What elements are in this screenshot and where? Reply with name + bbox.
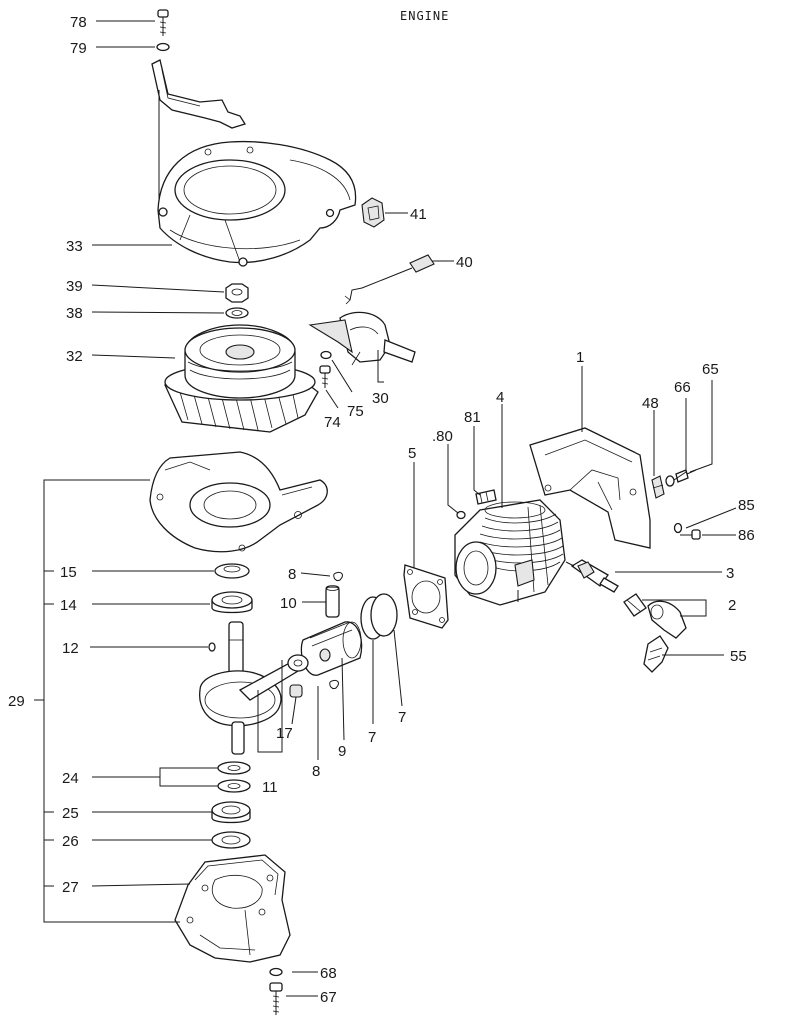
callout-74: 74 bbox=[324, 414, 341, 431]
callout-24: 24 bbox=[62, 770, 79, 787]
crankshaft-11-part bbox=[199, 621, 309, 755]
seal-26-part bbox=[211, 831, 251, 849]
callout-86: 86 bbox=[738, 527, 755, 544]
callout-3: 3 bbox=[726, 565, 734, 582]
bolt-78-part bbox=[157, 9, 169, 36]
callout-25: 25 bbox=[62, 805, 79, 822]
callout-9: 9 bbox=[338, 743, 346, 760]
callout-10: 10 bbox=[280, 595, 297, 612]
callout-66: 66 bbox=[674, 379, 691, 396]
callout-85: 85 bbox=[738, 497, 755, 514]
callout-33: 33 bbox=[66, 238, 83, 255]
callout-5: 5 bbox=[408, 445, 416, 462]
flywheel-32-part bbox=[164, 324, 319, 433]
crankcase-lower-part bbox=[174, 854, 291, 963]
washer-68-part bbox=[269, 967, 283, 977]
callout-41: 41 bbox=[410, 206, 427, 223]
washer-66-part bbox=[665, 475, 675, 487]
callout-68: 68 bbox=[320, 965, 337, 982]
cylinder-cover-1-part bbox=[529, 427, 651, 549]
crankcase-upper-part bbox=[149, 451, 328, 553]
spark-plug-3-part bbox=[565, 559, 619, 593]
callout-75: 75 bbox=[347, 403, 364, 420]
callout-39: 39 bbox=[66, 278, 83, 295]
callout-30: 30 bbox=[372, 390, 389, 407]
piston-9-part bbox=[300, 621, 363, 676]
callout-67: 67 bbox=[320, 989, 337, 1006]
nut-39-part bbox=[225, 283, 249, 303]
callout-7-left: 7 bbox=[368, 729, 376, 746]
terminal-55-part bbox=[643, 635, 669, 673]
piston-pin-10-part bbox=[325, 585, 340, 618]
circlip-8-lower-part bbox=[329, 679, 339, 689]
callout-12: 12 bbox=[62, 640, 79, 657]
washers-24-part bbox=[217, 761, 251, 793]
leader-lines bbox=[34, 20, 737, 997]
callout-78: 78 bbox=[70, 14, 87, 31]
bearing-14-part bbox=[211, 591, 253, 614]
callout-32: 32 bbox=[66, 348, 83, 365]
ignition-coil-30-part bbox=[308, 311, 416, 366]
cylinder-4-part bbox=[454, 499, 566, 606]
callout-17: 17 bbox=[276, 725, 293, 742]
callout-7-right: 7 bbox=[398, 709, 406, 726]
callout-80: .80 bbox=[432, 428, 453, 445]
piston-rings-7-part bbox=[360, 593, 398, 640]
plug-cap-2-part bbox=[623, 593, 687, 639]
part-41 bbox=[361, 197, 385, 228]
wire-40-part bbox=[344, 254, 435, 305]
gasket-5-part bbox=[403, 564, 449, 629]
diagram-title: ENGINE bbox=[400, 9, 449, 23]
washer-80-part bbox=[456, 510, 466, 520]
washer-85-part bbox=[673, 522, 683, 534]
callout-55: 55 bbox=[730, 648, 747, 665]
screw-86-part bbox=[680, 529, 701, 540]
callout-1: 1 bbox=[576, 349, 584, 366]
washer-38-part bbox=[225, 307, 249, 319]
shroud-bracket-part bbox=[151, 59, 246, 205]
bolt-74-part bbox=[319, 365, 331, 388]
callout-38: 38 bbox=[66, 305, 83, 322]
callout-8-upper: 8 bbox=[288, 566, 296, 583]
bearing-25-part bbox=[211, 801, 251, 824]
callout-26: 26 bbox=[62, 833, 79, 850]
callout-8-lower: 8 bbox=[312, 763, 320, 780]
bolt-81-part bbox=[475, 489, 497, 505]
washer-75-part bbox=[320, 350, 332, 360]
callout-15: 15 bbox=[60, 564, 77, 581]
circlip-8-upper-part bbox=[333, 571, 343, 581]
bolt-67-part bbox=[269, 982, 283, 1015]
key-12-part bbox=[208, 642, 216, 652]
callout-11: 11 bbox=[262, 779, 278, 796]
recoil-housing-33-part bbox=[157, 140, 357, 267]
callout-29: 29 bbox=[8, 693, 25, 710]
callout-65: 65 bbox=[702, 361, 719, 378]
callout-14: 14 bbox=[60, 597, 77, 614]
callout-2: 2 bbox=[728, 597, 736, 614]
callout-27: 27 bbox=[62, 879, 79, 896]
callout-81: 81 bbox=[464, 409, 481, 426]
washer-79-part bbox=[156, 42, 170, 52]
callout-labels: 78 79 33 41 40 39 38 32 30 75 74 1 65 66… bbox=[8, 14, 755, 1006]
clip-48-part bbox=[651, 475, 665, 499]
callout-48: 48 bbox=[642, 395, 659, 412]
callout-40: 40 bbox=[456, 254, 473, 271]
callout-79: 79 bbox=[70, 40, 87, 57]
callout-4: 4 bbox=[496, 389, 504, 406]
seal-15-part bbox=[214, 563, 250, 579]
